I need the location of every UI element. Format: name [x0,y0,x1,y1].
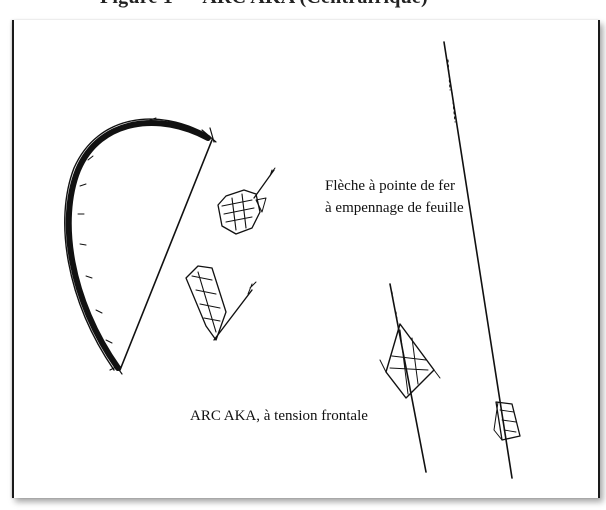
arrow-caption-line2: à empennage de feuille [325,197,464,219]
bowstring [120,140,212,370]
bow-detail-upper [218,168,275,234]
bow-limb [69,123,208,368]
bow-caption: ARC AKA, à tension frontale [190,405,368,427]
arrow-caption-line1: Flèche à pointe de fer [325,175,464,197]
arrow-caption: Flèche à pointe de fer à empennage de fe… [325,175,464,219]
arrow-short [380,284,440,472]
bow-illustration [65,118,216,374]
arrow-short-shaft [390,284,426,472]
bow-detail-lower [186,266,256,340]
arrow-long-shaft [444,42,512,478]
arrow-long [444,42,520,478]
